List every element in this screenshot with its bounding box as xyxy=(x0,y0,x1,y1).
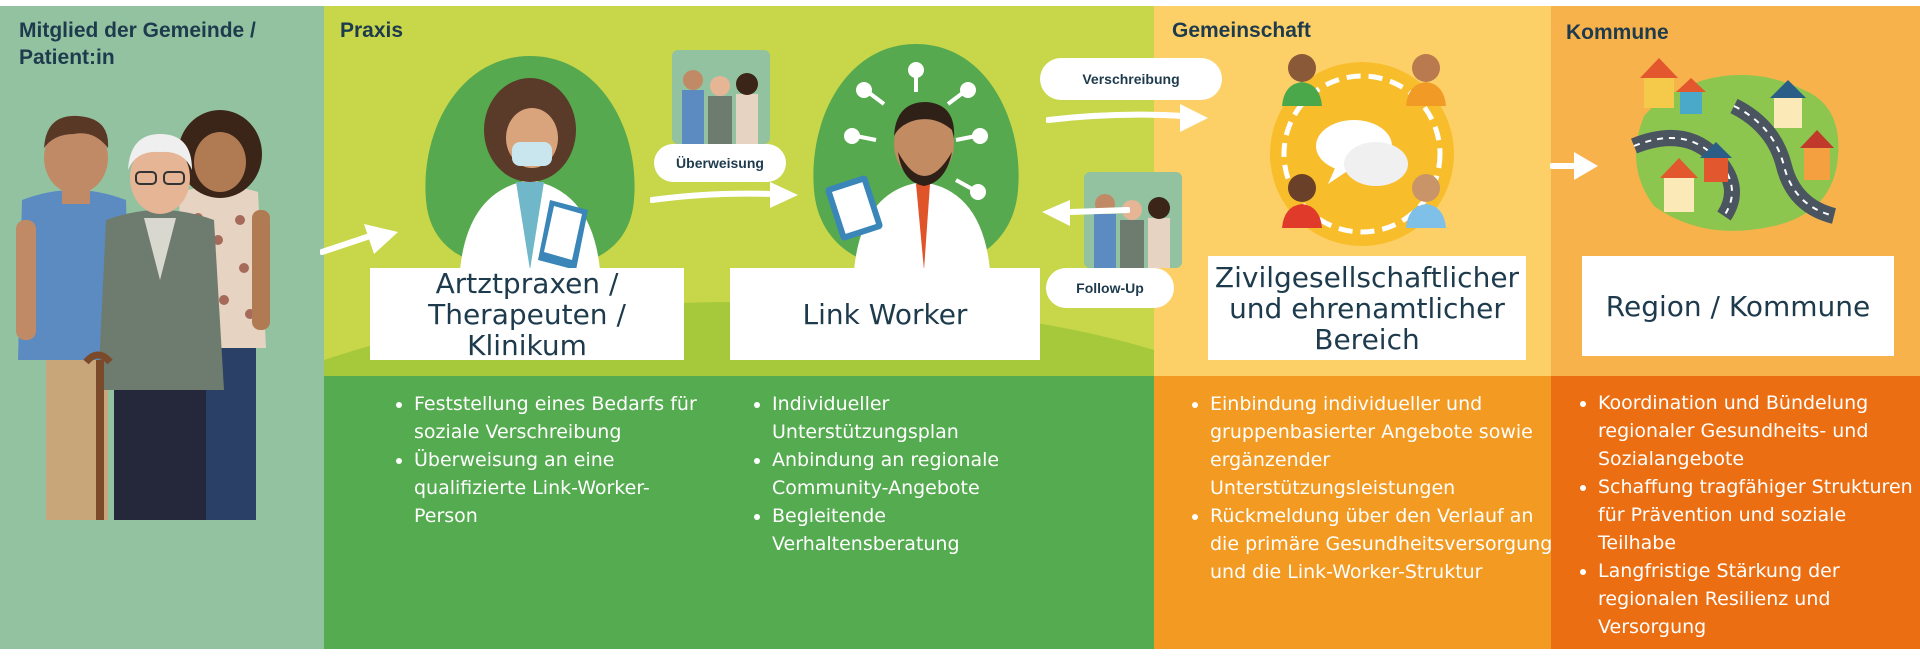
list-item: Schaffung tragfähiger Strukturen für Prä… xyxy=(1598,473,1920,557)
arrow-icon xyxy=(320,224,398,255)
region-bullet-list: Koordination und Bündelung regionaler Ge… xyxy=(1572,389,1920,641)
praxis-header: Praxis xyxy=(340,19,404,42)
town-map-icon xyxy=(1631,58,1839,231)
verschreibung-pill: Verschreibung xyxy=(1040,58,1222,100)
link-worker-illustration xyxy=(813,44,1019,270)
praxis-box: Artztpraxen / Therapeuten / Klinikum xyxy=(370,268,684,361)
family-illustration xyxy=(16,110,270,520)
arrow-icon xyxy=(1550,152,1598,180)
praxis-bullet-list: Feststellung eines Bedarfs für soziale V… xyxy=(388,390,704,530)
region-panel-bottom xyxy=(1551,376,1920,649)
list-item: Feststellung eines Bedarfs für soziale V… xyxy=(414,390,704,446)
list-item: Langfristige Stärkung der regionalen Res… xyxy=(1598,557,1920,641)
list-item: Individueller Unterstützungsplan xyxy=(772,390,1062,446)
linkworker-bullet-list: Individueller UnterstützungsplanAnbindun… xyxy=(746,390,1062,558)
patient-header: Mitglied der Gemeinde / Patient:in xyxy=(19,19,256,69)
list-item: Koordination und Bündelung regionaler Ge… xyxy=(1598,389,1920,473)
region-box: Region / Kommune xyxy=(1582,256,1894,356)
gemeinschaft-header: Gemeinschaft xyxy=(1172,19,1311,42)
kommune-header: Kommune xyxy=(1566,21,1669,44)
linkworker-box: Link Worker xyxy=(730,268,1040,360)
followup-pill: Follow-Up xyxy=(1046,268,1174,308)
arrow-icon xyxy=(650,182,798,208)
list-item: Überweisung an eine qualifizierte Link-W… xyxy=(414,446,704,530)
community-box: Zivilgesellschaftlicher und ehrenamtlich… xyxy=(1208,256,1526,360)
arrow-icon xyxy=(1042,200,1130,226)
family-photo-icon xyxy=(672,50,770,144)
ueberweisung-pill: Überweisung xyxy=(654,144,786,182)
community-circle-icon xyxy=(1270,54,1454,246)
list-item: Anbindung an regionale Community-Angebot… xyxy=(772,446,1062,502)
praxis-panel-bottom xyxy=(324,376,1154,649)
community-bullet-list: Einbindung individueller und gruppenbasi… xyxy=(1184,390,1560,586)
list-item: Begleitende Verhaltensberatung xyxy=(772,502,1062,558)
doctor-illustration xyxy=(425,56,635,270)
family-photo-icon xyxy=(1084,172,1182,268)
list-item: Rückmeldung über den Verlauf an die prim… xyxy=(1210,502,1560,586)
community-panel-bottom xyxy=(1154,376,1551,649)
arrow-icon xyxy=(1046,104,1208,132)
list-item: Einbindung individueller und gruppenbasi… xyxy=(1210,390,1560,502)
